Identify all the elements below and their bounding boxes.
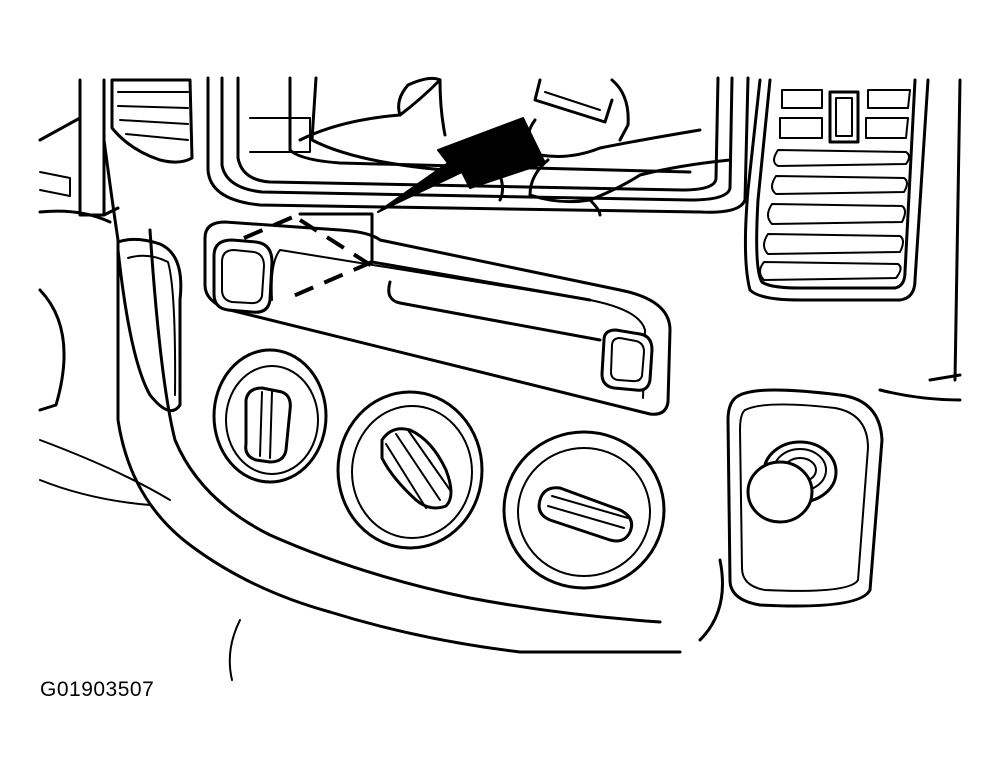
left-air-vent: [110, 78, 194, 164]
switch-panel: [203, 220, 672, 416]
right-air-vent: [743, 78, 930, 302]
removal-direction-arrow: [377, 117, 546, 213]
left-switch-button: [212, 238, 274, 314]
technician-hand: [298, 76, 732, 217]
airflow-mode-knob: [502, 430, 666, 590]
power-outlet-housing: [726, 388, 884, 608]
temperature-knob: [336, 390, 484, 550]
figure-id-label: G01903507: [40, 678, 155, 701]
lighter-knob: [746, 440, 838, 524]
fan-speed-knob: [212, 348, 328, 484]
left-dash-panel: [38, 116, 241, 681]
console-bezel: [102, 78, 962, 654]
right-switch-button: [600, 328, 654, 392]
left-storage-pocket: [116, 237, 183, 413]
